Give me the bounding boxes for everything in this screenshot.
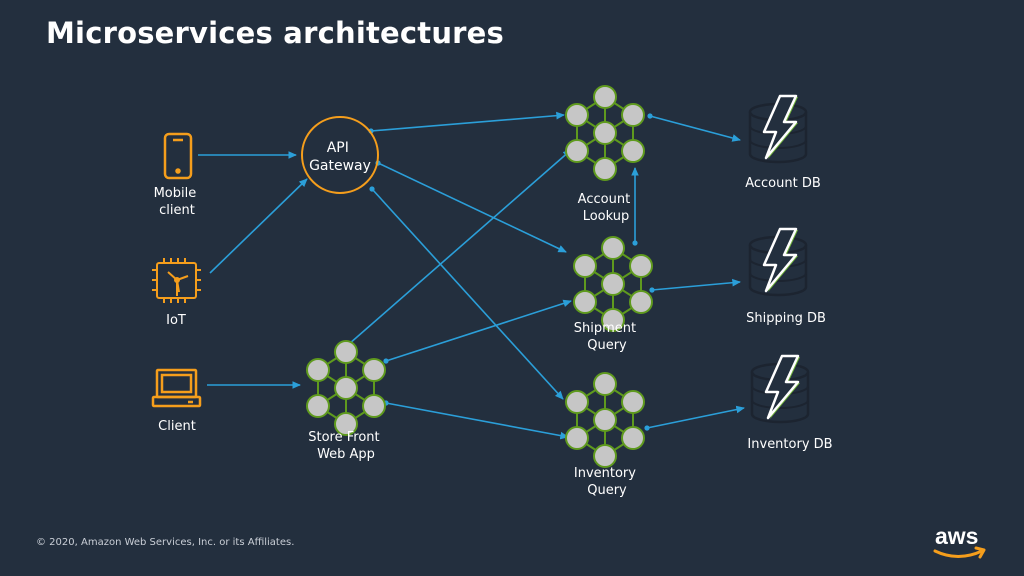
mobile-phone-icon xyxy=(163,132,193,180)
api-gateway-ring xyxy=(301,116,379,194)
shipping-db-icon xyxy=(748,227,808,297)
inventory-query-label: Inventory Query xyxy=(574,466,640,498)
laptop-icon xyxy=(151,368,202,408)
connector-lines xyxy=(198,111,745,440)
api-gateway-label: API Gateway xyxy=(309,140,371,174)
store-front-service xyxy=(306,340,386,436)
account-db-label: Account DB xyxy=(745,176,821,191)
shipping-db-label: Shipping DB xyxy=(746,311,826,326)
account-lookup-service xyxy=(565,85,645,181)
iot-chip-icon xyxy=(152,258,201,303)
svg-text:aws: aws xyxy=(935,523,978,549)
inventory-db-label: Inventory DB xyxy=(747,437,832,452)
inventory-db-icon xyxy=(750,354,810,424)
iot-label: IoT xyxy=(166,313,186,328)
inventory-query-service xyxy=(565,372,645,468)
client-label: Client xyxy=(158,419,196,434)
account-lookup-label: Account Lookup xyxy=(578,192,635,224)
store-front-label: Store Front Web App xyxy=(308,430,384,462)
shipment-query-service xyxy=(573,236,653,332)
mobile-client-label: Mobile client xyxy=(154,186,201,218)
account-db-icon xyxy=(748,94,808,164)
shipment-query-label: Shipment Query xyxy=(574,321,641,353)
copyright-footer: © 2020, Amazon Web Services, Inc. or its… xyxy=(36,537,295,548)
aws-logo: aws xyxy=(933,523,986,559)
page-title: Microservices architectures xyxy=(46,16,505,50)
